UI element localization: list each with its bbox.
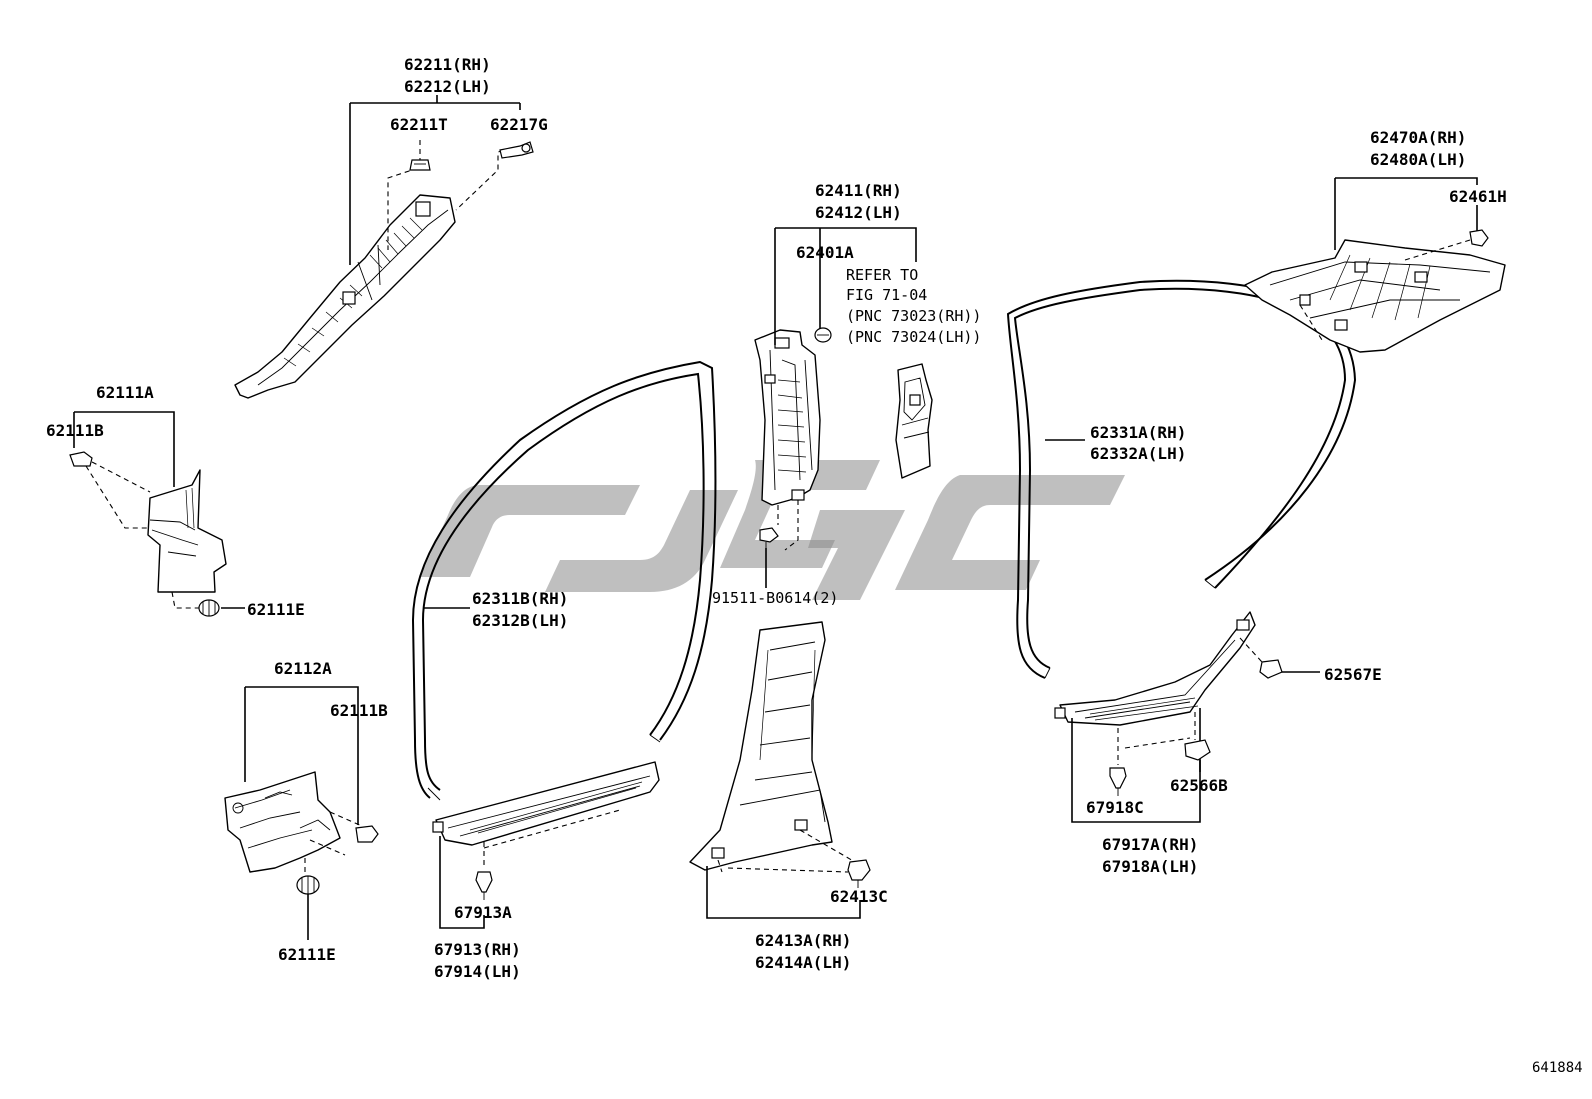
refer-note-line-3: (PNC 73023(RH)): [846, 307, 981, 325]
bolt-91511-icon: [759, 527, 779, 548]
roof-side-callout-bracket: [1334, 177, 1478, 250]
cowl-lower-callout-bracket: [244, 686, 359, 825]
cowl-side-trim-front: [147, 469, 227, 593]
nut-62111e-top-icon: [198, 599, 220, 617]
label-62566b: 62566B: [1170, 776, 1228, 795]
rear-door-weatherstrip: [1006, 279, 1357, 679]
label-a-pillar-upper: 62211(RH) 62212(LH): [404, 55, 491, 96]
label-rear-scuff-plate: 67917A(RH) 67918A(LH): [1102, 835, 1198, 876]
label-62332a-lh: 62332A(LH): [1090, 444, 1186, 463]
label-62311b-rh: 62311B(RH): [472, 589, 568, 608]
label-62461h: 62461H: [1449, 187, 1507, 206]
label-62411-rh: 62411(RH): [815, 181, 902, 200]
clip-62111b-top-icon: [69, 451, 93, 467]
front-scuff-callout-bracket: [439, 836, 485, 929]
label-front-door-weatherstrip: 62311B(RH) 62312B(LH): [472, 589, 568, 630]
refer-note-line-4: (PNC 73024(LH)): [846, 328, 981, 346]
label-62412-lh: 62412(LH): [815, 203, 902, 222]
label-62413c: 62413C: [830, 887, 888, 906]
label-67918c: 67918C: [1086, 798, 1144, 817]
clip-62211t-icon: [409, 159, 431, 171]
front-door-weatherstrip: [411, 360, 717, 801]
seat-belt-guide-cover: [895, 363, 933, 479]
label-62470a-rh: 62470A(RH): [1370, 128, 1466, 147]
roof-side-inner-garnish-rear: [1244, 239, 1506, 353]
clip-62111b-lower-icon: [355, 825, 379, 843]
a-pillar-callout-bracket: [349, 95, 521, 265]
label-62111a: 62111A: [96, 383, 154, 402]
label-62111e-lower: 62111E: [278, 945, 336, 964]
label-62111b-top: 62111B: [46, 421, 104, 440]
refer-note-line-1: REFER TO: [846, 266, 918, 284]
label-62312b-lh: 62312B(LH): [472, 611, 568, 630]
label-62413a-rh: 62413A(RH): [755, 931, 851, 950]
label-62414a-lh: 62414A(LH): [755, 953, 851, 972]
label-62112a: 62112A: [274, 659, 332, 678]
center-pillar-upper-dashed-leaders: [777, 500, 799, 551]
clip-67918c-icon: [1109, 767, 1127, 796]
watermark-logo: [420, 460, 1125, 600]
label-center-pillar-lower: 62413A(RH) 62414A(LH): [755, 931, 851, 972]
label-62401a: 62401A: [796, 243, 854, 262]
rear-scuff-dashed-leaders: [1117, 637, 1263, 765]
center-pillar-lower-garnish: [689, 621, 833, 871]
label-62211t: 62211T: [390, 115, 448, 134]
label-front-scuff-plate: 67913(RH) 67914(LH): [434, 940, 521, 981]
roof-side-dashed-leaders: [1299, 239, 1471, 341]
label-rear-door-weatherstrip: 62331A(RH) 62332A(LH): [1090, 423, 1186, 463]
label-62111e-top: 62111E: [247, 600, 305, 619]
cowl-side-trim-lower: [224, 771, 341, 873]
cowl-lower-dashed-leaders: [304, 811, 363, 878]
front-scuff-plate: [432, 761, 660, 846]
label-62111b-lower: 62111B: [330, 701, 388, 720]
label-62217g: 62217G: [490, 115, 548, 134]
clip-62461h-icon: [1469, 229, 1489, 247]
clip-62217g-icon: [499, 141, 534, 159]
label-67917a-rh: 67917A(RH): [1102, 835, 1198, 854]
refer-note-line-2: FIG 71-04: [846, 286, 927, 304]
clip-62566b-icon: [1184, 739, 1211, 761]
label-67918a-lh: 67918A(LH): [1102, 857, 1198, 876]
label-62211-rh: 62211(RH): [404, 55, 491, 74]
a-pillar-garnish: [234, 194, 456, 399]
center-pillar-lower-dashed-leaders: [717, 829, 856, 873]
clip-62413c-icon: [847, 859, 871, 888]
a-pillar-dashed-leaders: [387, 140, 513, 250]
label-62567e: 62567E: [1324, 665, 1382, 684]
label-62331a-rh: 62331A(RH): [1090, 423, 1186, 442]
clip-62567e-icon: [1259, 659, 1283, 679]
refer-note: REFER TO FIG 71-04 (PNC 73023(RH)) (PNC …: [846, 266, 981, 346]
label-67914-lh: 67914(LH): [434, 962, 521, 981]
cowl-front-dashed-leaders: [85, 461, 200, 609]
nut-62111e-lower-icon: [296, 875, 320, 895]
clip-67913a-icon: [475, 871, 493, 900]
label-center-pillar-upper: 62411(RH) 62412(LH): [815, 181, 902, 222]
clip-62401a-icon: [814, 327, 832, 343]
label-62212-lh: 62212(LH): [404, 77, 491, 96]
label-91511-b0614: 91511-B0614(2): [712, 589, 838, 607]
rear-scuff-plate: [1054, 611, 1256, 726]
center-pillar-upper-garnish: [754, 329, 821, 506]
figure-number: 641884: [1532, 1060, 1583, 1076]
front-scuff-dashed-leaders: [483, 809, 621, 868]
label-62480a-lh: 62480A(LH): [1370, 150, 1466, 169]
center-pillar-upper-callout-bracket: [774, 227, 917, 345]
cowl-front-callout-bracket: [73, 411, 175, 487]
label-roof-side-rear: 62470A(RH) 62480A(LH): [1370, 128, 1466, 169]
label-67913-rh: 67913(RH): [434, 940, 521, 959]
label-67913a: 67913A: [454, 903, 512, 922]
center-pillar-lower-callout-bracket: [706, 866, 861, 919]
